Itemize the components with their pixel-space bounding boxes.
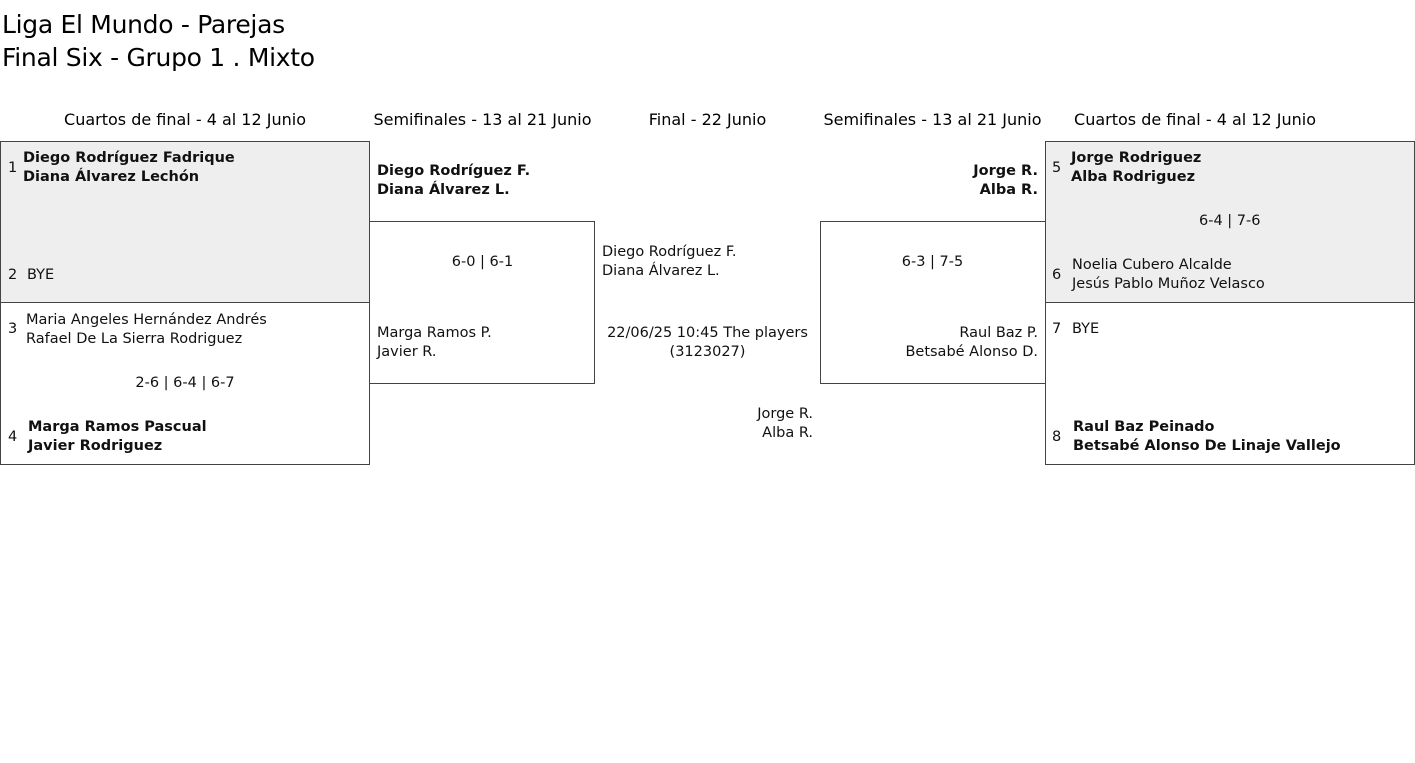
team-player: Jorge R.	[973, 163, 1038, 179]
team-player: Jorge R.	[757, 406, 813, 422]
round-header-right-quarterfinals: Cuartos de final - 4 al 12 Junio	[1074, 110, 1316, 129]
title-line-1: Liga El Mundo - Parejas	[2, 10, 285, 39]
seed-number: 2	[8, 267, 18, 283]
final-match-id: (3123027)	[669, 344, 746, 360]
team-player: Marga Ramos P.	[377, 325, 492, 341]
team-bye: BYE	[1072, 321, 1100, 337]
team-player: Diego Rodríguez Fadrique	[23, 150, 235, 166]
seed-number: 8	[1052, 429, 1062, 445]
right-column-clip: Cuartos de final - 4 al 12 Junio	[1045, 0, 1316, 763]
team-player: Noelia Cubero Alcalde	[1072, 257, 1232, 273]
team-player: Alba R.	[979, 182, 1038, 198]
seed-number: 7	[1052, 321, 1062, 337]
seed-number: 1	[8, 160, 18, 176]
final-schedule-info: 22/06/25 10:45 The players	[607, 325, 808, 341]
team-player: Javier R.	[377, 344, 437, 360]
team-player: Betsabé Alonso De Linaje Vallejo	[1073, 438, 1341, 454]
match-score: 6-4 | 7-6	[1199, 213, 1261, 229]
match-score: 6-3 | 7-5	[901, 254, 964, 270]
team-bye: BYE	[27, 267, 55, 283]
team-player: Rafael De La Sierra Rodriguez	[26, 331, 243, 347]
match-score: 6-0 | 6-1	[451, 254, 514, 270]
team-player: Javier Rodriguez	[28, 438, 163, 454]
page-title: Liga El Mundo - Parejas Final Six - Grup…	[2, 8, 315, 74]
match-score: 2-6 | 6-4 | 6-7	[135, 375, 235, 391]
team-player: Marga Ramos Pascual	[28, 419, 207, 435]
team-player: Diana Álvarez L.	[602, 263, 720, 279]
team-player: Betsabé Alonso D.	[905, 344, 1038, 360]
title-line-2: Final Six - Grupo 1 . Mixto	[2, 43, 315, 72]
team-player: Raul Baz P.	[959, 325, 1038, 341]
round-header-left-quarterfinals: Cuartos de final - 4 al 12 Junio	[64, 110, 306, 129]
round-header-left-semifinals: Semifinales - 13 al 21 Junio	[373, 110, 592, 129]
team-player: Alba Rodriguez	[1071, 169, 1196, 185]
team-player: Raul Baz Peinado	[1073, 419, 1215, 435]
team-player: Jesús Pablo Muñoz Velasco	[1072, 276, 1265, 292]
seed-number: 5	[1052, 160, 1062, 176]
team-player: Diego Rodríguez F.	[602, 244, 737, 260]
round-header-final: Final - 22 Junio	[648, 110, 767, 129]
team-player: Maria Angeles Hernández Andrés	[26, 312, 267, 328]
team-player: Diego Rodríguez F.	[377, 163, 531, 179]
left-sf-match[interactable]	[369, 221, 595, 384]
round-header-right-semifinals: Semifinales - 13 al 21 Junio	[823, 110, 1042, 129]
team-player: Jorge Rodriguez	[1071, 150, 1202, 166]
seed-number: 3	[8, 321, 18, 337]
team-player: Diana Álvarez L.	[377, 182, 510, 198]
right-qf-area: 5 Jorge Rodriguez Alba Rodriguez 6-4 | 7…	[1045, 0, 1415, 763]
seed-number: 6	[1052, 267, 1062, 283]
team-player: Diana Álvarez Lechón	[23, 169, 200, 185]
team-player: Alba R.	[762, 425, 813, 441]
seed-number: 4	[8, 429, 18, 445]
